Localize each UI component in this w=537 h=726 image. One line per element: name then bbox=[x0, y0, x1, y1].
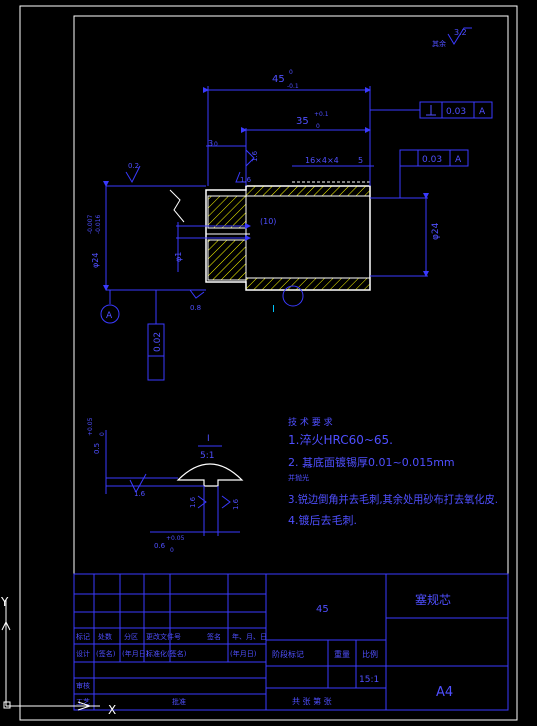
roughness-c: 0.8 bbox=[189, 289, 205, 312]
svg-text:0.6: 0.6 bbox=[154, 542, 166, 550]
title-block: 45 塞规芯 A4 15:1 标记 处数 分区 更改文件号 签名 年、月、日 设… bbox=[73, 573, 509, 711]
svg-text:1.6: 1.6 bbox=[189, 496, 197, 508]
svg-text:处数: 处数 bbox=[98, 632, 112, 641]
tech-note-1: 1.淬火HRC60~65. bbox=[288, 432, 393, 447]
svg-text:工艺: 工艺 bbox=[76, 698, 90, 706]
svg-text:0: 0 bbox=[99, 432, 106, 436]
svg-text:1.6: 1.6 bbox=[134, 490, 146, 498]
svg-text:阶段标记: 阶段标记 bbox=[272, 649, 304, 659]
svg-text:比例: 比例 bbox=[362, 649, 378, 659]
svg-text:φ24: φ24 bbox=[431, 222, 441, 240]
svg-text:-0.016: -0.016 bbox=[95, 214, 102, 234]
general-roughness: 其余 3.2 bbox=[432, 27, 472, 48]
tech-note-2: 2. 其底面镀锡厚0.01~0.015mm bbox=[288, 455, 455, 469]
tech-note-2-small: Hd bbox=[304, 464, 311, 470]
detail-marker: I bbox=[272, 285, 304, 315]
svg-text:φ1: φ1 bbox=[174, 252, 183, 262]
svg-text:3.2: 3.2 bbox=[454, 28, 467, 37]
svg-text:A: A bbox=[106, 311, 113, 321]
axis-x-label: X bbox=[108, 703, 116, 717]
roughness-top: 0.2 bbox=[125, 162, 141, 184]
svg-text:(年月日): (年月日) bbox=[230, 649, 257, 658]
part-view bbox=[106, 181, 428, 291]
svg-text:I: I bbox=[207, 434, 210, 444]
svg-text:更改文件号: 更改文件号 bbox=[146, 632, 181, 641]
dimension-right-diameter: φ24 bbox=[423, 193, 441, 277]
scale-value: 15:1 bbox=[359, 675, 379, 685]
svg-text:-0.007: -0.007 bbox=[87, 214, 94, 234]
svg-text:+0.05: +0.05 bbox=[87, 417, 94, 436]
svg-text:0.03: 0.03 bbox=[446, 107, 466, 117]
svg-text:0.2: 0.2 bbox=[128, 162, 139, 170]
dimension-inner: 35 +0.1 0 bbox=[241, 111, 371, 186]
svg-text:(年月日): (年月日) bbox=[122, 649, 149, 658]
svg-text:A: A bbox=[479, 107, 486, 117]
svg-text:0: 0 bbox=[316, 123, 320, 130]
gt-runout: 0.02 bbox=[147, 290, 165, 381]
svg-text:45: 45 bbox=[272, 74, 285, 85]
svg-text:设计: 设计 bbox=[76, 649, 90, 658]
svg-text:0: 0 bbox=[289, 69, 293, 76]
svg-text:重量: 重量 bbox=[334, 649, 350, 659]
tech-note-3: 3.锐边倒角并去毛刺,其余处用砂布打去氧化皮. bbox=[288, 492, 498, 506]
svg-text:0.8: 0.8 bbox=[190, 304, 201, 312]
svg-text:1.6: 1.6 bbox=[240, 176, 252, 184]
svg-text:16×4×4: 16×4×4 bbox=[305, 156, 339, 165]
svg-text:I: I bbox=[272, 304, 275, 315]
svg-text:分区: 分区 bbox=[124, 632, 138, 641]
svg-text:审核: 审核 bbox=[76, 681, 90, 690]
svg-text:1.6: 1.6 bbox=[232, 498, 240, 510]
svg-text:标记: 标记 bbox=[76, 632, 90, 641]
svg-text:其余: 其余 bbox=[432, 39, 446, 48]
ucs-icon: Y X bbox=[0, 595, 116, 717]
svg-text:5: 5 bbox=[358, 156, 363, 165]
svg-text:0.02: 0.02 bbox=[153, 332, 163, 352]
svg-text:0: 0 bbox=[214, 141, 218, 148]
detail-view: I 5:1 0.5 +0.05 0 1.6 0.6 +0.05 0 1.6 1.… bbox=[87, 417, 244, 554]
svg-text:(签名): (签名) bbox=[96, 649, 116, 658]
part-name: 塞规芯 bbox=[415, 592, 451, 607]
svg-text:批准: 批准 bbox=[172, 697, 186, 706]
svg-text:签名: 签名 bbox=[207, 632, 221, 641]
roughness-a: 1.6 bbox=[245, 149, 259, 167]
tech-notes-heading: 技 术 要 求 bbox=[288, 416, 333, 428]
tech-note-2-sub: 并抛光 bbox=[288, 473, 309, 482]
tech-notes: 技 术 要 求 1.淬火HRC60~65. 2. 其底面镀锡厚0.01~0.01… bbox=[288, 416, 498, 527]
tech-note-4: 4.镀后去毛刺. bbox=[288, 513, 357, 527]
svg-text:35: 35 bbox=[296, 116, 309, 127]
roughness-b: 1.6 bbox=[235, 171, 252, 184]
svg-text:A: A bbox=[455, 155, 462, 165]
svg-text:φ24: φ24 bbox=[91, 253, 100, 268]
datum-a: A bbox=[100, 290, 120, 324]
material-code: 45 bbox=[316, 604, 329, 615]
svg-text:年、月、日: 年、月、日 bbox=[232, 632, 267, 641]
sheet-size: A4 bbox=[436, 685, 453, 700]
svg-text:3: 3 bbox=[208, 139, 213, 148]
svg-text:共 张 第 张: 共 张 第 张 bbox=[292, 696, 332, 706]
svg-text:1.6: 1.6 bbox=[251, 150, 259, 162]
gt-perpendicularity: 0.03 A bbox=[370, 101, 493, 119]
svg-text:5:1: 5:1 bbox=[200, 451, 214, 461]
axis-y-label: Y bbox=[0, 595, 9, 609]
dimension-small-left: 3 0 bbox=[206, 139, 246, 148]
dimension-overall: 45 0 -0.1 bbox=[203, 69, 371, 186]
svg-text:(10): (10) bbox=[260, 217, 276, 226]
svg-text:-0.1: -0.1 bbox=[287, 83, 299, 90]
svg-text:0.5: 0.5 bbox=[93, 443, 101, 454]
svg-text:0: 0 bbox=[170, 547, 174, 554]
gt-circularity: 0.03 A bbox=[399, 149, 469, 198]
dimension-center: (10) φ1 bbox=[174, 217, 276, 272]
svg-text:+0.1: +0.1 bbox=[314, 111, 329, 118]
svg-text:0.03: 0.03 bbox=[422, 155, 442, 165]
svg-text:标准化(签名): 标准化(签名) bbox=[146, 649, 187, 658]
svg-text:+0.05: +0.05 bbox=[166, 535, 185, 542]
dimension-thread: 16×4×4 5 bbox=[292, 156, 374, 167]
dimension-left-diameter: φ24 -0.007 -0.016 bbox=[87, 181, 109, 291]
